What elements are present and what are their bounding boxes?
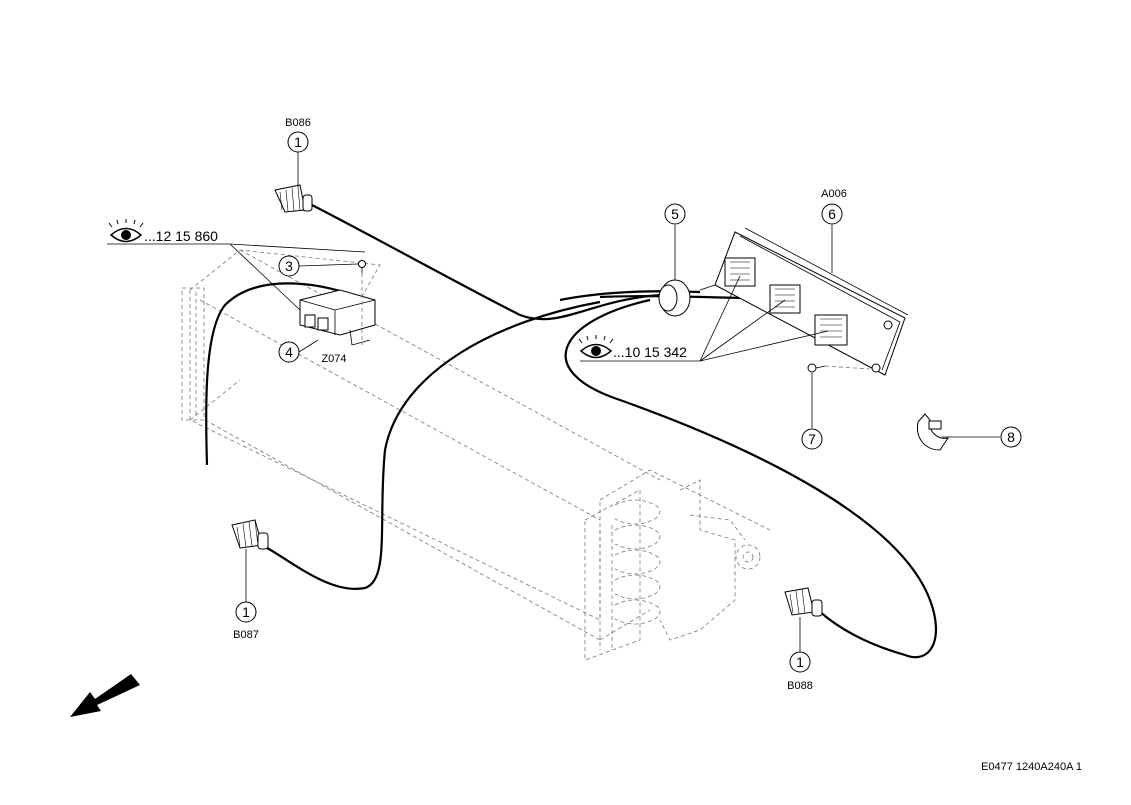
callout-number: 1	[796, 654, 804, 670]
callout-3[interactable]: 3	[278, 255, 300, 277]
callout-1-b088[interactable]: 1 B088	[787, 651, 813, 692]
callout-1-b087[interactable]: 1 B087	[233, 601, 259, 641]
temperature-sensor-b086	[274, 184, 313, 213]
callout-code: B087	[233, 629, 259, 641]
callout-number: 5	[671, 206, 679, 222]
control-unit-a006	[699, 227, 909, 376]
callout-5[interactable]: 5	[664, 203, 686, 225]
leader-lines	[107, 152, 1000, 652]
callout-8[interactable]: 8	[1000, 426, 1022, 448]
heat-exchanger-core	[584, 479, 761, 661]
reference-text: ...10 15 342	[613, 344, 687, 360]
callout-code: B086	[285, 117, 311, 129]
eye-icon	[108, 219, 144, 243]
reference-text: ...12 15 860	[144, 228, 218, 244]
relay-z074	[299, 289, 376, 346]
callout-4-z074[interactable]: 4 Z074	[278, 341, 347, 365]
callout-number: 1	[242, 604, 250, 620]
screw-7	[807, 363, 871, 373]
see-reference-1[interactable]: ...12 15 860	[108, 219, 218, 244]
callout-1-b086[interactable]: 1 B086	[285, 117, 311, 153]
temperature-sensor-b088	[784, 587, 823, 617]
callout-number: 6	[828, 206, 836, 222]
callout-number: 4	[285, 344, 293, 360]
see-reference-2[interactable]: ...10 15 342	[578, 335, 687, 360]
callout-7[interactable]: 7	[801, 428, 823, 450]
cable-tie-8	[916, 413, 950, 451]
callout-code: Z074	[321, 353, 346, 365]
callout-code: A006	[821, 188, 847, 200]
callout-code: B088	[787, 680, 813, 692]
callout-number: 1	[294, 134, 302, 150]
eye-icon	[578, 335, 614, 359]
callout-number: 3	[285, 258, 293, 274]
temperature-sensor-b087	[231, 519, 269, 550]
callout-6-a006[interactable]: 6 A006	[821, 188, 847, 225]
drawing-number: E0477 1240A240A 1	[981, 761, 1082, 773]
screw-3	[358, 260, 366, 345]
grommet-5	[658, 279, 691, 317]
evaporator-housing	[181, 249, 771, 641]
callout-number: 8	[1007, 429, 1015, 445]
callout-number: 7	[808, 431, 816, 447]
arrow-icon	[70, 674, 140, 717]
wiring-harness	[205, 204, 938, 659]
